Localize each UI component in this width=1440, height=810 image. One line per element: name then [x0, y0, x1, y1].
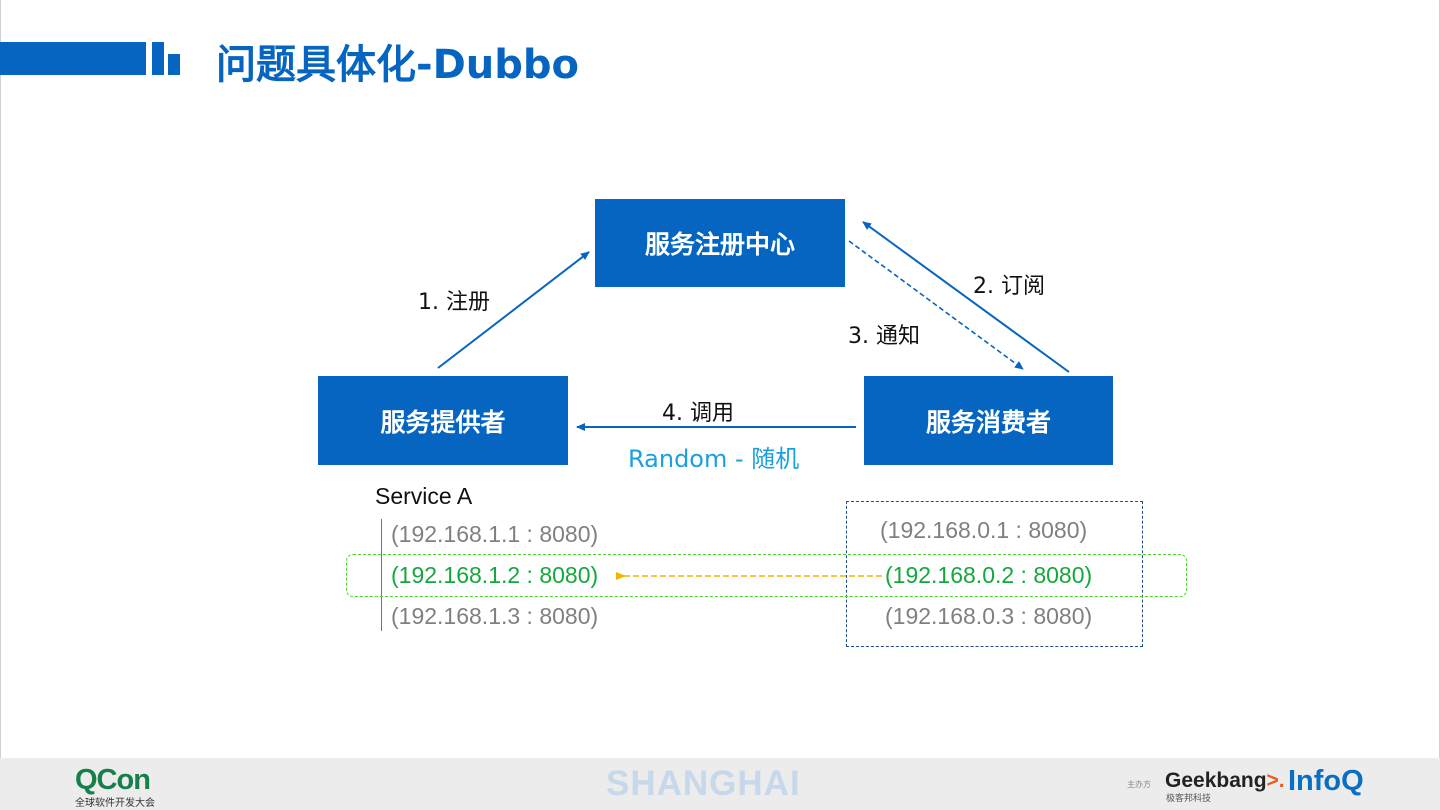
title-accent-block — [152, 42, 164, 75]
slide-left-edge — [0, 0, 1, 758]
host-label: 主办方 — [1127, 780, 1151, 789]
geekbang-logo-suffix: >. — [1266, 769, 1285, 792]
consumer-address-selected: (192.168.0.2 : 8080) — [885, 562, 1093, 588]
footer-bar — [0, 758, 1440, 810]
consumer-address-group — [846, 501, 1143, 647]
notify-label: 3. 通知 — [848, 324, 920, 349]
geekbang-subtitle: 极客邦科技 — [1166, 793, 1212, 803]
invoke-label: 4. 调用 — [662, 401, 734, 426]
register-label: 1. 注册 — [418, 290, 490, 315]
qcon-subtitle: 全球软件开发大会 — [75, 798, 155, 809]
registry-node: 服务注册中心 — [595, 199, 845, 287]
selected-route-highlight — [346, 554, 1187, 597]
qcon-logo: QCon — [75, 764, 151, 796]
geekbang-logo-prefix: Geek — [1165, 769, 1217, 792]
geekbang-logo: Geekbang>. — [1165, 769, 1285, 793]
title-accent-bar — [0, 42, 146, 75]
page-title: 问题具体化-Dubbo — [216, 42, 580, 88]
provider-address: (192.168.1.3 : 8080) — [391, 603, 599, 629]
geekbang-logo-mid: bang — [1216, 769, 1267, 792]
provider-list-rail — [381, 519, 382, 631]
provider-address: (192.168.1.1 : 8080) — [391, 521, 599, 547]
title-accent-block-small — [168, 54, 180, 75]
infoq-logo: InfoQ — [1288, 765, 1364, 797]
subscribe-label: 2. 订阅 — [973, 274, 1045, 299]
load-balance-strategy-label: Random - 随机 — [628, 445, 800, 473]
consumer-node: 服务消费者 — [864, 376, 1113, 465]
service-name: Service A — [375, 483, 473, 509]
provider-node: 服务提供者 — [318, 376, 568, 465]
city-name: SHANGHAI — [606, 764, 801, 803]
provider-address-selected: (192.168.1.2 : 8080) — [391, 562, 599, 588]
consumer-address: (192.168.0.3 : 8080) — [885, 603, 1093, 629]
consumer-address: (192.168.0.1 : 8080) — [880, 517, 1088, 543]
